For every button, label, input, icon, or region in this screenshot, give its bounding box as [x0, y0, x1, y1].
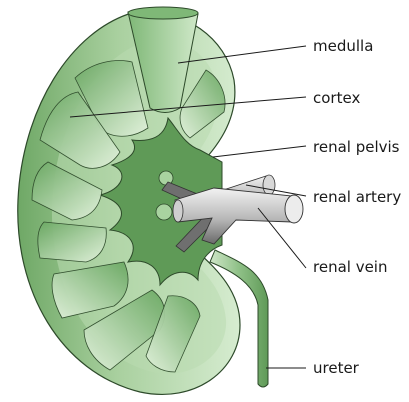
- label-medulla: medulla: [313, 37, 373, 55]
- papilla-lower: [156, 204, 172, 220]
- label-cortex: cortex: [313, 89, 360, 107]
- label-renal-vein: renal vein: [313, 258, 387, 276]
- label-renal-artery: renal artery: [313, 188, 401, 206]
- leader-renal-pelvis: [213, 146, 306, 157]
- label-ureter: ureter: [313, 359, 360, 377]
- label-renal-pelvis: renal pelvis: [313, 138, 400, 156]
